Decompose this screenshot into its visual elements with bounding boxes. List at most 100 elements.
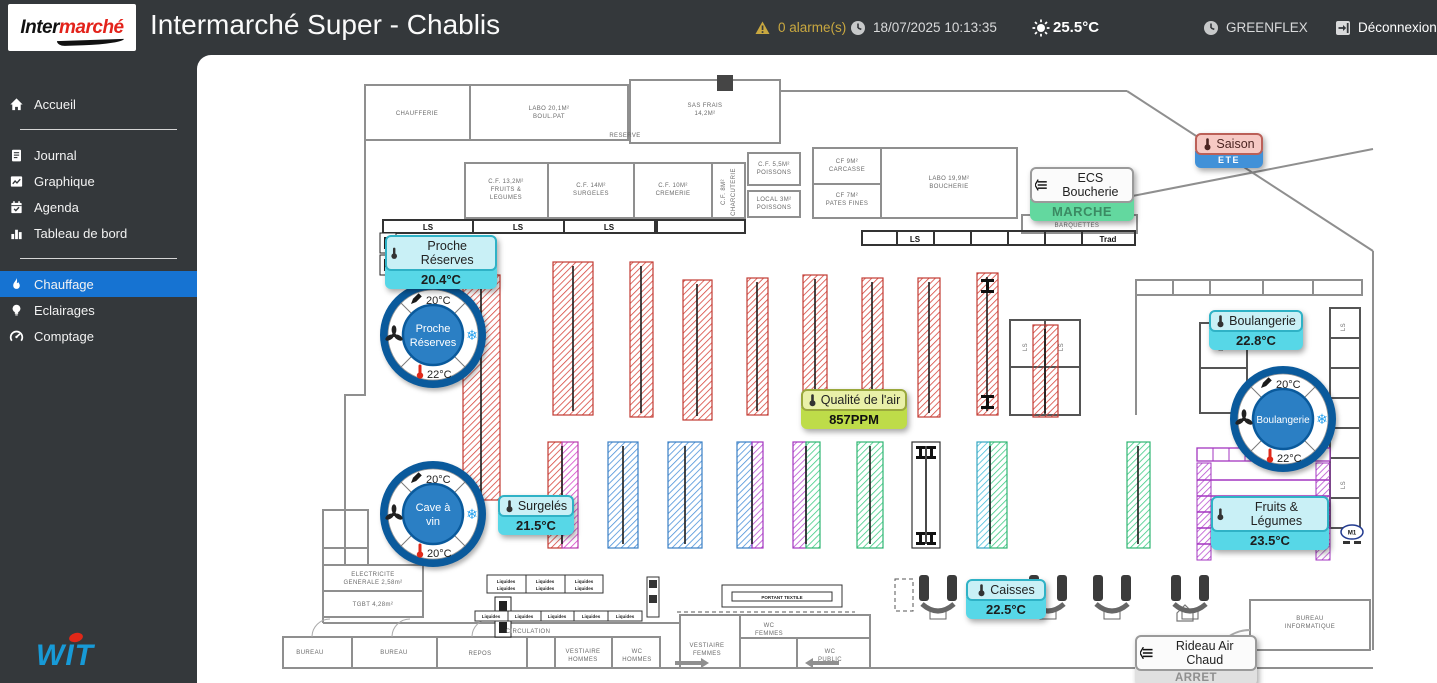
room-label-vestiaire-femmes: VESTIAIRE xyxy=(690,643,725,649)
sensor-proche-reserves[interactable]: Proche Réserves 20.4°C xyxy=(385,235,497,289)
floor-plan-area: M1 CHAUFFERIE LABO 20,1M² BOUL.PAT SAS F… xyxy=(197,55,1437,683)
room-label-bureau-informatique: BUREAU xyxy=(1296,616,1323,622)
chart-icon xyxy=(10,175,23,187)
datetime-value: 18/07/2025 10:13:35 xyxy=(873,20,997,35)
sun-icon xyxy=(1032,19,1050,36)
wit-logo: WIT xyxy=(36,639,94,672)
room-label-cf-poissons: C.F. 5,5M² xyxy=(758,162,790,168)
room-label-carcasse: CF 9M² xyxy=(836,159,858,165)
lightbulb-icon xyxy=(12,304,21,315)
entrance-arrows xyxy=(675,658,839,668)
sensor-surgeles[interactable]: Surgelés 21.5°C xyxy=(498,495,574,535)
sidebar-item-chauffage[interactable]: Chauffage xyxy=(0,271,197,297)
logo-text-black: Inter xyxy=(20,16,60,38)
room-label-portant: PORTANT TEXTILE xyxy=(761,595,802,600)
sidebar-item-label: Eclairages xyxy=(34,302,95,318)
sidebar-item-label: Journal xyxy=(34,147,77,163)
shelving-aisles-bottom xyxy=(547,441,1151,549)
thermometer-icon xyxy=(1204,138,1211,151)
dashboard-bars-icon xyxy=(11,229,22,239)
room-label-bureau-1: BUREAU xyxy=(296,650,323,656)
sensor-header: Qualité de l'air xyxy=(801,389,907,411)
room-label-cf-cremerie: C.F. 10M² xyxy=(658,183,688,189)
svg-text:SURGELES: SURGELES xyxy=(573,191,609,197)
thermometer-icon xyxy=(416,364,424,379)
svg-text:FRUITS &: FRUITS & xyxy=(491,187,522,193)
temperature-value: 22°C xyxy=(427,369,452,381)
sensor-fruits-legumes[interactable]: Fruits & Légumes 23.5°C xyxy=(1211,496,1329,550)
sensor-value: ETE xyxy=(1195,151,1263,168)
svg-text:LS: LS xyxy=(1341,481,1347,489)
snowflake-icon: ❄ xyxy=(466,506,478,522)
sensor-value: 857PPM xyxy=(801,407,907,429)
display-tables xyxy=(474,574,843,622)
logout-button[interactable]: Déconnexion xyxy=(1335,0,1437,55)
svg-text:LS: LS xyxy=(513,223,524,232)
svg-text:LS: LS xyxy=(604,223,615,232)
svg-text:Liquides: Liquides xyxy=(536,579,555,584)
room-labels: CHAUFFERIE LABO 20,1M² BOUL.PAT SAS FRAI… xyxy=(296,103,1347,663)
sidebar-item-eclairages[interactable]: Eclairages xyxy=(0,297,197,323)
outdoor-temperature: 25.5°C xyxy=(1032,0,1099,55)
sidebar-item-accueil[interactable]: Accueil xyxy=(0,91,197,117)
climate-dial-boulangerie[interactable]: 20°C 22°C ❄ Boulangerie xyxy=(1227,363,1339,475)
dial-zone-name: Boulangerie xyxy=(1256,415,1310,426)
sidebar-item-agenda[interactable]: Agenda xyxy=(0,194,197,220)
pencil-icon xyxy=(411,293,422,304)
alarms-count: 0 alarme(s) xyxy=(778,20,847,35)
sensor-boulangerie[interactable]: Boulangerie 22.8°C xyxy=(1209,310,1303,350)
home-icon xyxy=(10,97,23,110)
sidebar-item-label: Chauffage xyxy=(34,276,94,292)
warning-icon xyxy=(755,21,770,34)
thermometer-icon xyxy=(1217,315,1224,328)
room-label-wc-public: WC xyxy=(825,649,836,655)
svg-text:POISSONS: POISSONS xyxy=(757,205,792,211)
logout-icon xyxy=(1336,20,1350,35)
svg-text:LS: LS xyxy=(1059,343,1065,351)
sensor-header: Rideau Air Chaud xyxy=(1135,635,1257,671)
sensor-saison[interactable]: Saison ETE xyxy=(1195,133,1263,168)
aisle-center-lines-bottom xyxy=(561,446,1139,544)
room-label-wc-femmes: WC xyxy=(764,623,775,629)
svg-text:BOUCHERIE: BOUCHERIE xyxy=(929,184,968,190)
sensor-caisses[interactable]: Caisses 22.5°C xyxy=(966,579,1046,619)
sensor-rideau-air-chaud[interactable]: Rideau Air Chaud ARRET xyxy=(1135,635,1257,683)
svg-text:LS: LS xyxy=(910,235,921,244)
checkout-registers xyxy=(919,575,1209,620)
sidebar-item-journal[interactable]: Journal xyxy=(0,142,197,168)
account-button[interactable]: GREENFLEX xyxy=(1203,0,1308,55)
datetime-display: 18/07/2025 10:13:35 xyxy=(850,0,997,55)
sensor-header: Caisses xyxy=(966,579,1046,601)
sensor-value: 20.4°C xyxy=(385,267,497,289)
room-label-repos: REPOS xyxy=(468,651,491,657)
ibeam-marks xyxy=(981,279,994,409)
alarms-button[interactable]: 0 alarme(s) xyxy=(754,0,846,55)
snowflake-icon: ❄ xyxy=(466,327,478,343)
room-label-vestiaire-hommes: VESTIAIRE xyxy=(566,649,601,655)
sidebar-item-graphique[interactable]: Graphique xyxy=(0,168,197,194)
room-label-barquettes: BARQUETTES xyxy=(1055,223,1100,229)
sidebar-divider xyxy=(20,258,177,259)
sensor-header: Saison xyxy=(1195,133,1263,155)
fan-icon xyxy=(385,325,403,341)
pencil-icon xyxy=(1261,377,1272,388)
vent-lines-icon xyxy=(1035,179,1047,191)
sidebar-item-label: Tableau de bord xyxy=(34,225,128,241)
sensor-value: 22.8°C xyxy=(1209,328,1303,350)
sensor-qualite-air[interactable]: Qualité de l'air 857PPM xyxy=(801,389,907,429)
svg-text:Liquides: Liquides xyxy=(575,586,594,591)
sidebar-item-comptage[interactable]: Comptage xyxy=(0,323,197,349)
thermometer-icon xyxy=(809,394,816,407)
account-name: GREENFLEX xyxy=(1226,20,1308,35)
vent-lines-icon xyxy=(1140,647,1153,659)
room-label-pates-fines: CF 7M² xyxy=(836,193,858,199)
sensor-ecs-boucherie[interactable]: ECS Boucherie MARCHE xyxy=(1030,167,1134,221)
svg-text:CREMERIE: CREMERIE xyxy=(656,191,691,197)
sidebar-item-tableau-de-bord[interactable]: Tableau de bord xyxy=(0,220,197,246)
svg-text:FEMMES: FEMMES xyxy=(693,651,721,657)
